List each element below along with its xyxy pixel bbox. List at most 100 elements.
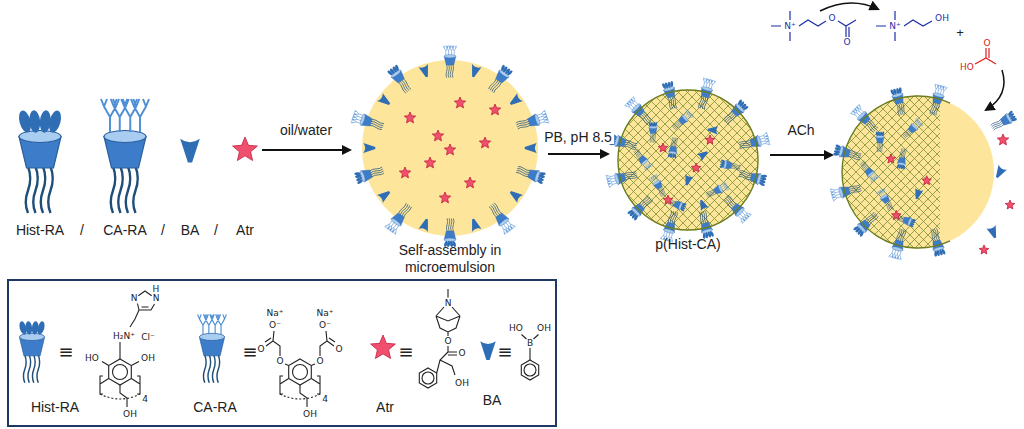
drawing-part [930,230,934,242]
drawing-part [444,55,456,58]
reaction-arrow [770,154,832,156]
atropine-icon [233,137,258,161]
drawing-part [448,65,449,78]
plus-sign: + [956,26,964,39]
drawing-part [217,355,220,383]
drawing-part [833,153,839,156]
drawing-part [902,102,906,114]
drawing-part [935,103,939,115]
atom-label: OH [455,379,469,388]
drawing-part [975,48,996,64]
drawing-part [876,136,884,138]
drawing-part [868,172,880,183]
hist-ra-icon [17,109,63,213]
drawing-part [723,199,733,209]
drawing-part [660,187,666,195]
drawing-part [499,219,515,234]
drawing-part [904,132,911,139]
atom-label: O⁻ [319,321,331,330]
drawing-part [739,174,751,178]
boronic-acid-icon [986,225,999,240]
component-label: CA-RA [103,223,147,237]
key-label: Atr [376,400,394,414]
drawing-part [896,164,900,169]
particle-outline [842,96,950,248]
hist-ra-icon [927,228,946,258]
drawing-part [878,131,881,136]
ca-ra-icon [671,110,694,133]
drawing-part [889,248,904,260]
drawing-part [419,368,436,388]
atom-label: O⁻ [269,321,281,330]
drawing-part [740,170,752,174]
atropine-icon [886,154,896,163]
drawing-part [881,143,883,152]
atropine-icon [705,135,715,144]
drawing-part [384,219,400,234]
drawing-part [606,173,618,188]
equivalence-sign: ≡ [242,343,257,361]
drawing-part [633,151,640,159]
drawing-part [436,289,460,375]
boronic-acid-icon [180,139,200,163]
drawing-part [849,152,861,156]
drawing-part [118,167,123,214]
hydrolysis-arrow [986,70,1004,110]
drawing-part [351,46,550,248]
drawing-part [450,65,451,78]
drawing-part [48,167,53,214]
drawing-part [624,170,636,174]
component-label: BA [181,223,200,237]
drawing-part [887,201,893,209]
drawing-part [740,172,752,176]
separator: / [214,223,218,237]
hist-ra-icon [696,210,715,240]
drawing-part [759,181,766,186]
crosslink-mesh [842,96,940,248]
atom-label: Na⁺ [317,309,334,318]
boronic-acid-icon [508,188,523,203]
atom-label: H₂N⁺ [113,332,135,341]
drawing-part [853,226,860,231]
acetylcholine-structure [771,11,932,41]
drawing-part [624,146,636,150]
atom-label: O [276,357,283,366]
hist-ra-structure [100,291,155,407]
ca-ra-icon [649,174,669,198]
drawing-part [451,218,452,231]
drawing-part [719,166,724,168]
drawing-part [739,176,751,180]
drawing-part [19,131,61,143]
atom-label: N [445,299,452,308]
hist-ra-icon [353,164,385,185]
drawing-part [199,333,224,340]
drawing-part [889,201,895,209]
drawing-part [101,99,149,132]
drawing-part [446,65,447,78]
microemulsion-droplet: Self-assembly in microemulsion [358,60,542,276]
atom-label: OH [303,410,317,419]
drawing-part [478,78,897,243]
particle-outline [618,90,758,230]
drawing-part [842,96,940,248]
drawing-part [643,111,653,121]
drawing-part [624,144,636,148]
drawing-part [37,355,40,383]
drawing-part [848,154,860,158]
atom-label: O [843,38,850,47]
hist-ra-icon [875,131,884,152]
key-label: Hist-RA [31,400,79,414]
drawing-part [651,122,654,127]
drawing-part [488,206,497,217]
atropine-icon [979,245,989,254]
reaction-arrow [262,149,350,151]
drawing-part [721,159,726,163]
drawing-part [742,105,749,110]
boronic-acid-icon [993,165,1007,180]
drawing-part [536,110,549,126]
atropine-icon [479,137,490,148]
boronic-acid-icon [419,218,432,232]
boronic-acid-icon [377,188,392,203]
